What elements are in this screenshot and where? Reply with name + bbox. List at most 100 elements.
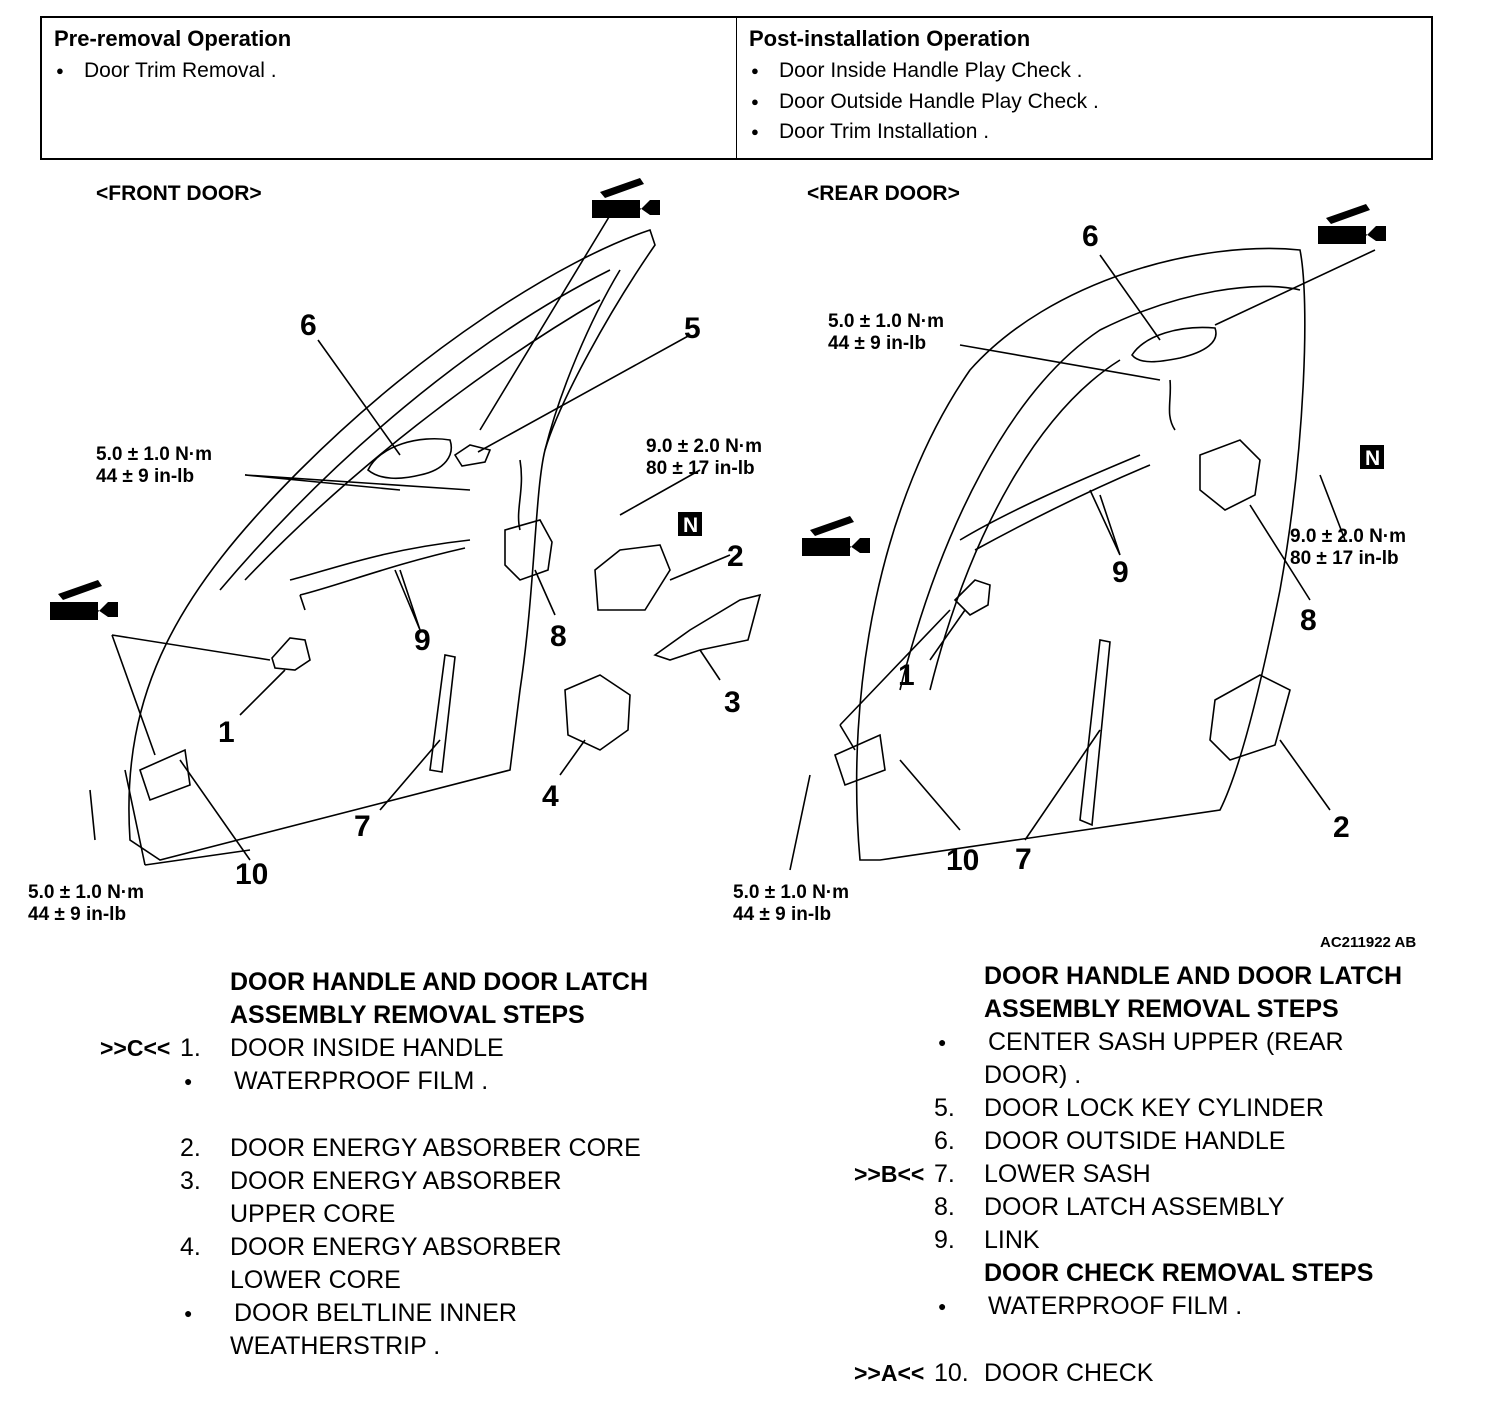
torque-inlb: 44 ± 9 in-lb — [828, 333, 926, 354]
callout-6: 6 — [300, 309, 317, 342]
callout-7: 7 — [354, 810, 371, 843]
step-row: 8. DOOR LATCH ASSEMBLY — [854, 1191, 1402, 1224]
step-row: UPPER CORE — [100, 1198, 648, 1231]
rear-absorber — [1209, 674, 1291, 761]
leader-lines — [89, 211, 731, 866]
step-text: CENTER SASH UPPER (REAR — [988, 1028, 1344, 1056]
step-num: 2. — [180, 1134, 201, 1162]
check-steps-title: DOOR CHECK REMOVAL STEPS — [984, 1259, 1374, 1287]
torque-nm: 9.0 ± 2.0 N·m — [646, 436, 762, 457]
front-absorber-core — [594, 544, 671, 611]
step-mark: >>B<< — [854, 1161, 925, 1187]
post-installation-item: Door Trim Installation . — [749, 117, 1419, 148]
callout-9: 9 — [1112, 556, 1129, 589]
steps-title: DOOR HANDLE AND DOOR LATCH — [984, 962, 1403, 990]
step-row: 2.DOOR ENERGY ABSORBER CORE — [100, 1132, 648, 1165]
step-text: DOOR LATCH ASSEMBLY — [984, 1193, 1285, 1221]
callout-2: 2 — [1333, 811, 1350, 844]
steps-title: ASSEMBLY REMOVAL STEPS — [984, 995, 1339, 1023]
bullet-icon: ● — [184, 1305, 193, 1321]
torque-inlb: 80 ± 17 in-lb — [646, 458, 755, 479]
callout-10: 10 — [946, 844, 979, 877]
pre-removal-column: Pre-removal Operation Door Trim Removal … — [42, 18, 736, 158]
step-row: LOWER CORE — [100, 1264, 648, 1297]
rear-door-check — [834, 733, 886, 787]
torque-nm: 5.0 ± 1.0 N·m — [96, 444, 212, 465]
step-row: >>B<< 7. LOWER SASH — [854, 1158, 1402, 1191]
new-part-icon — [1360, 445, 1384, 469]
callout-4: 4 — [542, 780, 559, 813]
rear-link-rods — [959, 379, 1176, 551]
torque-inlb: 80 ± 17 in-lb — [1290, 548, 1399, 569]
torque-nm: 5.0 ± 1.0 N·m — [828, 311, 944, 332]
step-row: 4.DOOR ENERGY ABSORBER — [100, 1231, 648, 1264]
steps-title: ASSEMBLY REMOVAL STEPS — [230, 1001, 585, 1029]
rear-outside-handle — [1131, 326, 1217, 363]
step-text: WATERPROOF FILM . — [234, 1067, 489, 1095]
rear-inside-handle — [953, 579, 991, 616]
callout-1: 1 — [218, 716, 235, 749]
callout-6: 6 — [1082, 220, 1099, 253]
post-installation-item: Door Outside Handle Play Check . — [749, 87, 1419, 118]
rear-door-panel — [855, 247, 1306, 861]
torque-nm: 5.0 ± 1.0 N·m — [733, 882, 849, 903]
step-row: 5.DOOR LOCK KEY CYLINDER — [854, 1092, 1402, 1125]
front-outside-handle — [367, 438, 452, 480]
callout-7: 7 — [1015, 843, 1032, 876]
callout-1: 1 — [898, 659, 915, 692]
step-num: 8. — [934, 1193, 955, 1221]
post-installation-heading: Post-installation Operation — [749, 26, 1031, 51]
torque-nm: 5.0 ± 1.0 N·m — [28, 882, 144, 903]
step-text: DOOR) . — [984, 1061, 1082, 1089]
front-link-rods — [289, 459, 523, 611]
step-text: LINK — [984, 1226, 1040, 1254]
step-text: DOOR BELTLINE INNER — [234, 1299, 517, 1327]
step-mark: >>C<< — [100, 1035, 171, 1061]
post-installation-column: Post-installation Operation Door Inside … — [736, 18, 1431, 158]
pre-removal-heading: Pre-removal Operation — [54, 26, 292, 51]
step-row: ●WATERPROOF FILM . — [854, 1290, 1402, 1323]
door-exploded-diagram: N N <FRONT DOOR> <REAR DOOR> 5.0 ± 1.0 N… — [28, 178, 1416, 950]
left-removal-steps: DOOR HANDLE AND DOOR LATCH ASSEMBLY REMO… — [100, 966, 648, 1363]
step-mark: >>A<< — [854, 1360, 925, 1386]
new-part-label: N — [1365, 447, 1380, 470]
front-door-heading: <FRONT DOOR> — [96, 182, 262, 205]
new-part-icon — [678, 512, 702, 536]
step-row: ● WATERPROOF FILM . — [100, 1065, 648, 1098]
front-key-cylinder — [453, 444, 492, 467]
grease-symbol-icon — [802, 516, 870, 556]
right-removal-steps: DOOR HANDLE AND DOOR LATCH ASSEMBLY REMO… — [854, 960, 1402, 1390]
new-part-label: N — [683, 514, 698, 537]
front-door-panel — [128, 228, 656, 861]
step-text: LOWER SASH — [984, 1160, 1151, 1188]
step-num: 7. — [934, 1160, 955, 1188]
operations-table: Pre-removal Operation Door Trim Removal … — [40, 16, 1433, 160]
front-absorber-lower — [564, 674, 631, 751]
step-num: 10. — [934, 1359, 969, 1387]
torque-inlb: 44 ± 9 in-lb — [28, 904, 126, 925]
rear-door-heading: <REAR DOOR> — [807, 182, 960, 205]
grease-symbol-icon — [50, 580, 118, 620]
bullet-icon: ● — [184, 1073, 193, 1089]
step-text: DOOR OUTSIDE HANDLE — [984, 1127, 1286, 1155]
callout-8: 8 — [550, 620, 567, 653]
step-text: LOWER CORE — [230, 1266, 401, 1294]
callout-3: 3 — [724, 686, 741, 719]
post-installation-item: Door Inside Handle Play Check . — [749, 56, 1419, 87]
step-num: 9. — [934, 1226, 955, 1254]
steps-title: DOOR HANDLE AND DOOR LATCH — [230, 968, 649, 996]
step-row: >>A<<10.DOOR CHECK — [854, 1357, 1402, 1390]
front-absorber-upper — [653, 593, 762, 661]
step-row: 6.DOOR OUTSIDE HANDLE — [854, 1125, 1402, 1158]
callout-9: 9 — [414, 624, 431, 657]
callout-2: 2 — [727, 540, 744, 573]
step-row: 3.DOOR ENERGY ABSORBER — [100, 1165, 648, 1198]
front-door-check — [139, 748, 191, 802]
step-row: ●CENTER SASH UPPER (REAR — [854, 1026, 1402, 1059]
torque-nm: 9.0 ± 2.0 N·m — [1290, 526, 1406, 547]
front-inside-handle — [271, 637, 311, 671]
pre-removal-item: Door Trim Removal . — [54, 56, 724, 87]
step-text: DOOR INSIDE HANDLE — [230, 1034, 504, 1062]
step-row: ● DOOR BELTLINE INNER — [100, 1297, 648, 1330]
bullet-icon: ● — [938, 1298, 947, 1314]
